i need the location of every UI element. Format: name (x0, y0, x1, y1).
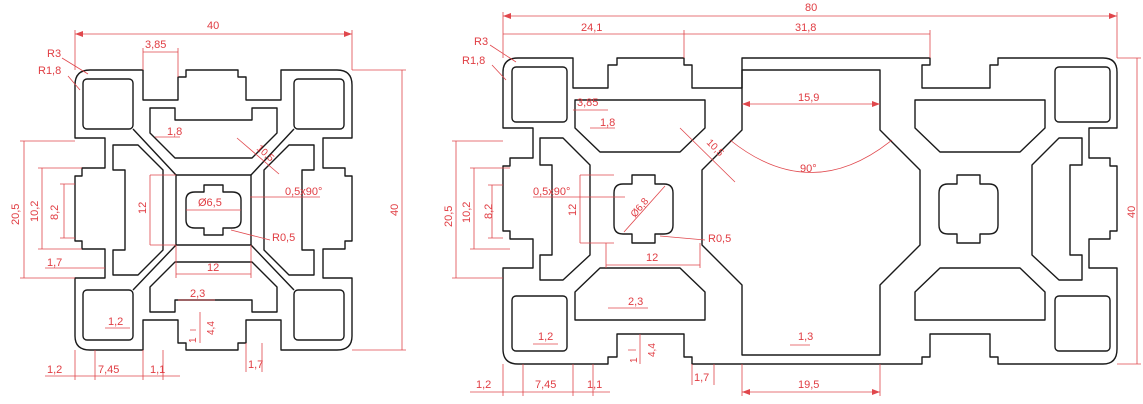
dim-3-85: 3,85 (577, 97, 598, 109)
dim-dia-6-5: Ø6,5 (198, 197, 222, 209)
dim-15-9: 15,9 (798, 92, 819, 104)
dim-1-8: 1,8 (600, 117, 615, 129)
dim-4-4: 4,4 (206, 321, 217, 335)
dim-1-1: 1,1 (150, 364, 165, 376)
dim-8-2: 8,2 (49, 205, 61, 220)
dim-1-7-left: 1,7 (47, 257, 62, 269)
dim-1-2-bottom: 1,2 (476, 379, 491, 391)
dim-r3: R3 (474, 36, 488, 48)
dim-20-5: 20,5 (10, 204, 22, 225)
dim-r1-8: R1,8 (38, 65, 61, 77)
profile-40x40-dimensions: 40 3,85 R3 R1,8 1,8 10,5 0,5x90° Ø6,5 R0 (10, 20, 406, 380)
dim-7-45: 7,45 (98, 364, 119, 376)
profile-40x80-view: 80 24,1 31,8 R3 R1,8 3,85 1,8 15,9 90° (443, 2, 1141, 396)
dim-8-2: 8,2 (483, 204, 495, 219)
dim-height-40: 40 (1126, 206, 1138, 218)
dim-1-7: 1,7 (694, 372, 709, 384)
dim-r0-5: R0,5 (272, 232, 295, 244)
dim-chamfer: 0,5x90° (285, 186, 322, 198)
dim-2-3: 2,3 (190, 288, 205, 300)
dim-1-2-inner: 1,2 (108, 316, 123, 328)
dim-4-4: 4,4 (647, 343, 658, 357)
profile-40x80-outline (502, 57, 1118, 365)
dim-31-8: 31,8 (795, 22, 816, 34)
dim-angle-90: 90° (800, 163, 817, 175)
dim-19-5: 19,5 (798, 379, 819, 391)
profile-40x40-view: 40 3,85 R3 R1,8 1,8 10,5 0,5x90° Ø6,5 R0 (10, 20, 406, 380)
dim-1-1: 1,1 (587, 379, 602, 391)
dim-1-small: 1 (188, 337, 199, 343)
dim-10-2: 10,2 (461, 202, 473, 223)
dim-12-horizontal: 12 (207, 262, 219, 274)
dim-12-horizontal: 12 (646, 252, 658, 264)
dim-1-2-bottom: 1,2 (47, 364, 62, 376)
dim-10-5: 10,5 (704, 137, 726, 159)
dim-dia-6-8: Ø6,8 (629, 196, 652, 220)
dim-1-8: 1,8 (167, 126, 182, 138)
dim-2-3: 2,3 (628, 296, 643, 308)
profile-40x40-outline (74, 69, 353, 351)
dim-r1-8: R1,8 (462, 55, 485, 67)
dim-chamfer: 0,5x90° (533, 186, 570, 198)
dim-1-small: 1 (629, 357, 640, 363)
dim-width-80: 80 (805, 2, 817, 14)
dim-12-vertical: 12 (137, 202, 149, 214)
dim-3-85: 3,85 (145, 39, 166, 51)
dim-7-45: 7,45 (535, 379, 556, 391)
dim-1-7-bottom: 1,7 (248, 359, 263, 371)
dim-24-1: 24,1 (581, 22, 602, 34)
dim-1-2-inner: 1,2 (538, 331, 553, 343)
dim-r3: R3 (47, 48, 61, 60)
dim-height-40: 40 (389, 204, 401, 216)
dim-10-2: 10,2 (29, 201, 41, 222)
dim-20-5: 20,5 (443, 206, 455, 227)
dim-r0-5: R0,5 (708, 233, 731, 245)
profile-40x80-dimensions: 80 24,1 31,8 R3 R1,8 3,85 1,8 15,9 90° (443, 2, 1141, 396)
dim-12-vertical: 12 (567, 204, 579, 216)
dim-width-40: 40 (207, 20, 219, 32)
dim-1-3: 1,3 (798, 331, 813, 343)
